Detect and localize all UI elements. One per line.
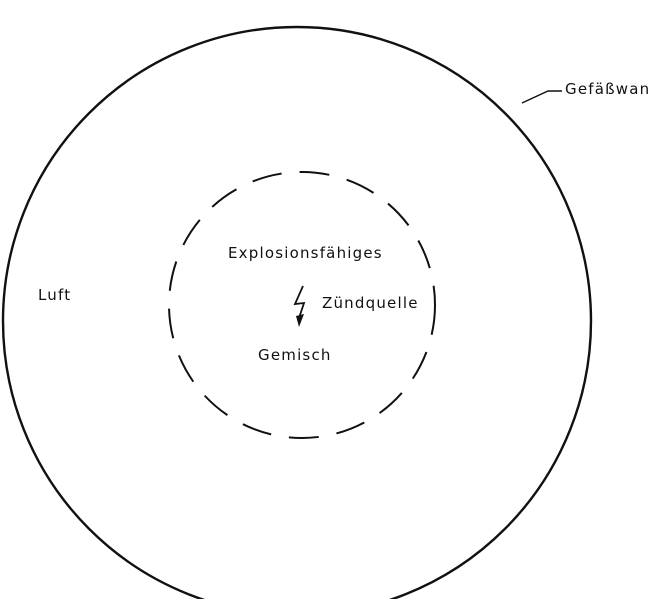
explosive-mixture-label: Explosionsfähiges <box>228 244 383 262</box>
air-label: Luft <box>38 286 72 304</box>
explosive-mixture-zone <box>168 171 436 439</box>
vessel-wall-circle <box>1 25 593 604</box>
vessel-wall-label: Gefäßwand <box>565 80 649 98</box>
lightning-bolt-icon <box>293 285 306 327</box>
mixture-label: Gemisch <box>258 346 332 364</box>
vessel-wall-leader <box>521 90 562 104</box>
ignition-source-label: Zündquelle <box>322 294 419 312</box>
